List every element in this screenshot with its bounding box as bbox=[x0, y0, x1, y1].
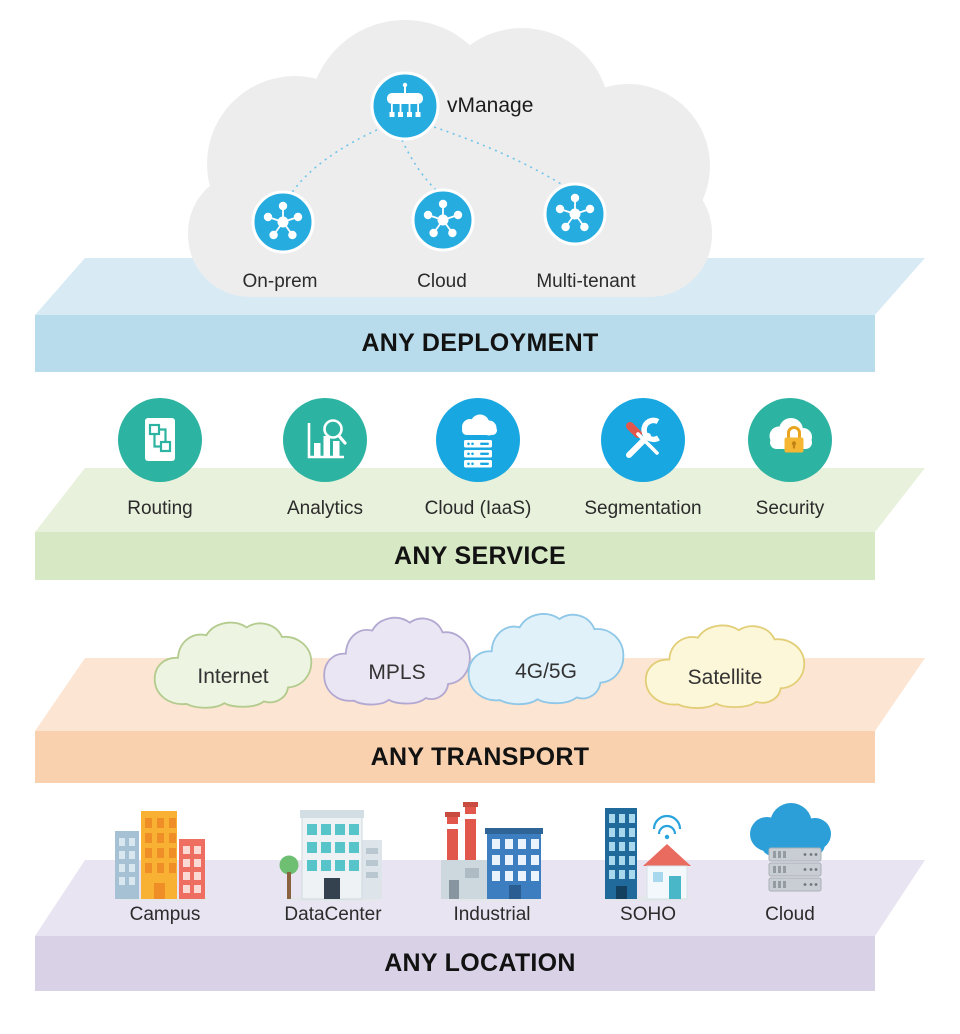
location-item-campus: Campus bbox=[100, 798, 230, 926]
service-label-segmentation: Segmentation bbox=[584, 498, 702, 519]
service-label-security: Security bbox=[755, 498, 825, 519]
analytics-magnifier-icon bbox=[283, 398, 367, 482]
multitenant-node-icon bbox=[543, 182, 607, 246]
vmanage-icon bbox=[370, 71, 440, 141]
routing-document-icon bbox=[118, 398, 202, 482]
service-item-cloud-iaas: Cloud (IaaS) bbox=[418, 396, 538, 520]
dotted-links bbox=[290, 124, 567, 195]
service-item-routing: Routing bbox=[100, 396, 220, 520]
transport-cloud-4g5g: 4G/5G bbox=[461, 608, 631, 714]
location-item-industrial: Industrial bbox=[427, 798, 557, 926]
service-item-analytics: Analytics bbox=[265, 396, 385, 520]
cloud-rack-icon bbox=[750, 803, 831, 892]
crossed-tools-icon bbox=[601, 398, 685, 482]
deployment-band-front-face: ANY DEPLOYMENT bbox=[35, 315, 875, 372]
service-label-cloud-iaas: Cloud (IaaS) bbox=[424, 498, 532, 519]
transport-cloud-internet: Internet bbox=[147, 617, 319, 717]
location-item-cloud: Cloud bbox=[725, 798, 855, 926]
cloud-padlock-icon bbox=[748, 398, 832, 482]
location-item-datacenter: DataCenter bbox=[268, 798, 398, 926]
service-label-analytics: Analytics bbox=[286, 498, 364, 519]
multitenant-label: Multi-tenant bbox=[536, 271, 636, 292]
location-label-datacenter: DataCenter bbox=[284, 904, 382, 925]
cloud-shape bbox=[188, 20, 712, 297]
location-band-label: ANY LOCATION bbox=[384, 949, 576, 977]
location-label-soho: SOHO bbox=[620, 904, 676, 925]
transport-label-internet: Internet bbox=[197, 665, 269, 688]
management-cloud bbox=[188, 20, 712, 297]
location-label-campus: Campus bbox=[129, 904, 201, 925]
service-band-label: ANY SERVICE bbox=[394, 541, 566, 570]
location-label-industrial: Industrial bbox=[453, 904, 531, 925]
transport-label-satellite: Satellite bbox=[687, 666, 763, 690]
datacenter-building-icon bbox=[279, 810, 382, 902]
service-label-routing: Routing bbox=[127, 498, 193, 519]
cloud-node-icon bbox=[411, 188, 475, 252]
transport-band-label: ANY TRANSPORT bbox=[370, 742, 590, 771]
service-band-front-face: ANY SERVICE bbox=[35, 532, 875, 580]
transport-band-front-face: ANY TRANSPORT bbox=[35, 731, 875, 783]
deployment-band-label: ANY DEPLOYMENT bbox=[361, 329, 599, 357]
location-item-soho: SOHO bbox=[583, 798, 713, 926]
onprem-label: On-prem bbox=[242, 271, 318, 292]
service-item-security: Security bbox=[730, 396, 850, 520]
cloud-servers-icon bbox=[436, 398, 520, 482]
office-home-icon bbox=[604, 808, 692, 902]
transport-label-mpls: MPLS bbox=[368, 661, 426, 685]
location-band-front-face: ANY LOCATION bbox=[35, 936, 875, 991]
factory-icon bbox=[441, 802, 543, 902]
transport-cloud-satellite: Satellite bbox=[638, 620, 812, 717]
service-item-segmentation: Segmentation bbox=[583, 396, 703, 520]
onprem-node-icon bbox=[251, 190, 315, 254]
transport-label-4g5g: 4G/5G bbox=[515, 659, 577, 683]
campus-buildings-icon bbox=[115, 811, 211, 902]
vmanage-label: vManage bbox=[447, 94, 534, 117]
transport-cloud-mpls: MPLS bbox=[317, 612, 477, 714]
location-label-cloud: Cloud bbox=[765, 904, 815, 925]
cloud-node-label: Cloud bbox=[417, 271, 467, 292]
